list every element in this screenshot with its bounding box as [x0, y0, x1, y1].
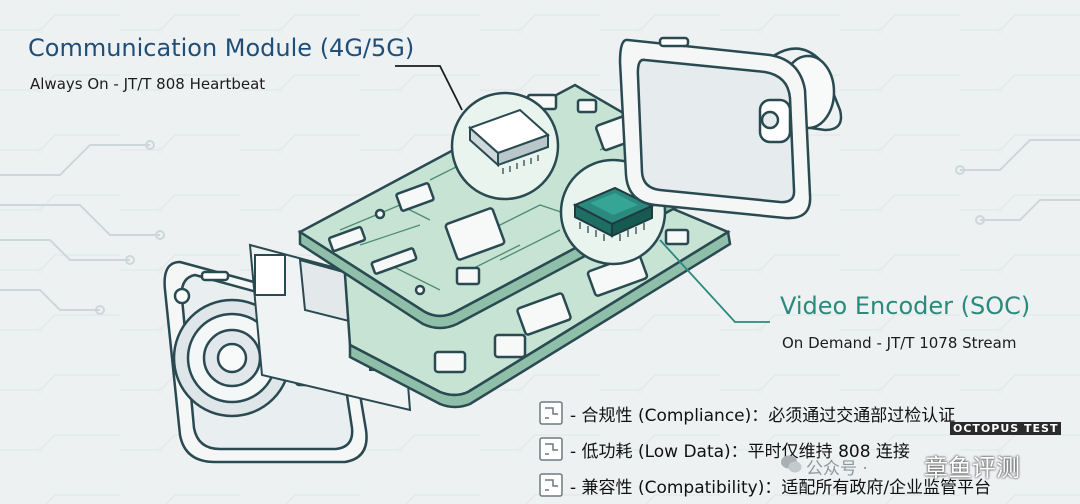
circuit-chip-icon — [540, 402, 562, 424]
communication-leader-line — [395, 65, 463, 111]
video-encoder-title: Video Encoder (SOC) — [780, 292, 1031, 320]
circuit-chip-icon-3 — [539, 473, 563, 497]
circuit-chip-icon-2 — [539, 437, 563, 461]
feature-icons — [539, 401, 563, 497]
video-encoder-subtitle: On Demand - JT/T 1078 Stream — [782, 334, 1017, 352]
feature-low-data-text: - 低功耗 (Low Data)：平时仅维持 808 连接 — [570, 441, 910, 462]
communication-module-magnifier — [450, 91, 560, 201]
left-circuit-traces — [0, 140, 165, 315]
feature-compatibility: - 兼容性 (Compatibility)：适配所有政府/企业监管平台 — [540, 472, 991, 498]
feature-low-data: - 低功耗 (Low Data)：平时仅维持 808 连接 — [540, 436, 910, 462]
circuit-chip-icon-1 — [539, 401, 563, 425]
watermark-badge: OCTOPUS TEST — [950, 422, 1062, 435]
circuit-chip-icon — [540, 474, 562, 496]
right-circuit-traces — [955, 139, 1080, 225]
communication-module-subtitle: Always On - JT/T 808 Heartbeat — [30, 75, 266, 93]
video-encoder-leader-line — [659, 239, 770, 323]
communication-module-title: Communication Module (4G/5G) — [28, 34, 415, 62]
watermark-source: 公众号 · — [806, 459, 868, 479]
wechat-bubble-icon — [781, 455, 802, 473]
circuit-chip-icon — [540, 438, 562, 460]
feature-compatibility-text: - 兼容性 (Compatibility)：适配所有政府/企业监管平台 — [570, 477, 992, 498]
feature-compliance-text: - 合规性 (Compliance)：必须通过交通部过检认证 — [570, 405, 956, 426]
watermark-name: 章鱼评测 — [924, 454, 1020, 482]
feature-compliance: - 合规性 (Compliance)：必须通过交通部过检认证 — [540, 400, 955, 426]
rear-camera-housing — [618, 36, 843, 220]
